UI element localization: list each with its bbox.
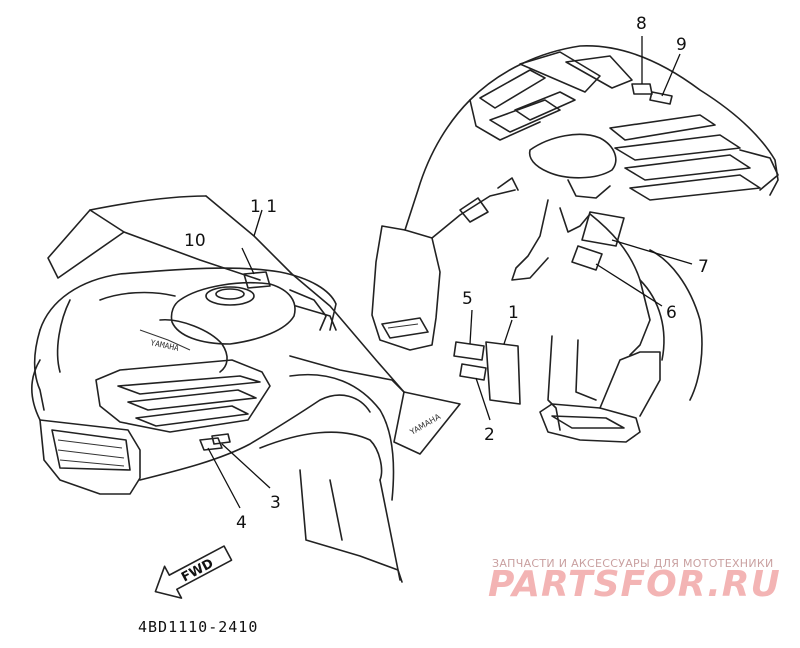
decals-1-2-5 xyxy=(453,341,521,405)
watermark-caption: ЗАПЧАСТИ И АКСЕССУАРЫ ДЛЯ МОТОТЕХНИКИ xyxy=(492,557,774,570)
decal-2 xyxy=(459,363,487,381)
fwd-direction-arrow: FWD xyxy=(154,545,233,599)
callout-9: 9 xyxy=(676,35,687,55)
decal-5 xyxy=(453,341,485,361)
callout-8: 8 xyxy=(636,14,647,34)
watermark: ЗАПЧАСТИ И АКСЕССУАРЫ ДЛЯ МОТОТЕХНИКИ PA… xyxy=(488,557,781,605)
decal-11-sheet: YAMAHA xyxy=(47,195,461,455)
callout-10: 10 xyxy=(184,231,206,251)
diagram-part-code: 4BD1110-2410 xyxy=(138,618,258,636)
callout-3: 3 xyxy=(270,493,281,513)
callout-5: 5 xyxy=(462,289,473,309)
rear-fender-drawing xyxy=(371,45,779,443)
callout-1: 1 xyxy=(508,303,519,323)
callout-2: 2 xyxy=(484,425,495,445)
callout-7: 7 xyxy=(698,257,709,277)
callout-labels: 8 9 1 1 10 7 6 5 1 2 3 4 xyxy=(184,14,709,533)
callout-11: 1 1 xyxy=(250,197,277,217)
decal-1 xyxy=(485,341,521,405)
leader-lines xyxy=(207,36,693,509)
front-fender-drawing: YAMAHA xyxy=(30,267,403,583)
svg-text:YAMAHA: YAMAHA xyxy=(150,338,180,353)
callout-4: 4 xyxy=(236,513,247,533)
watermark-logo: PARTSFOR.RU xyxy=(488,564,781,605)
callout-6: 6 xyxy=(666,303,677,323)
